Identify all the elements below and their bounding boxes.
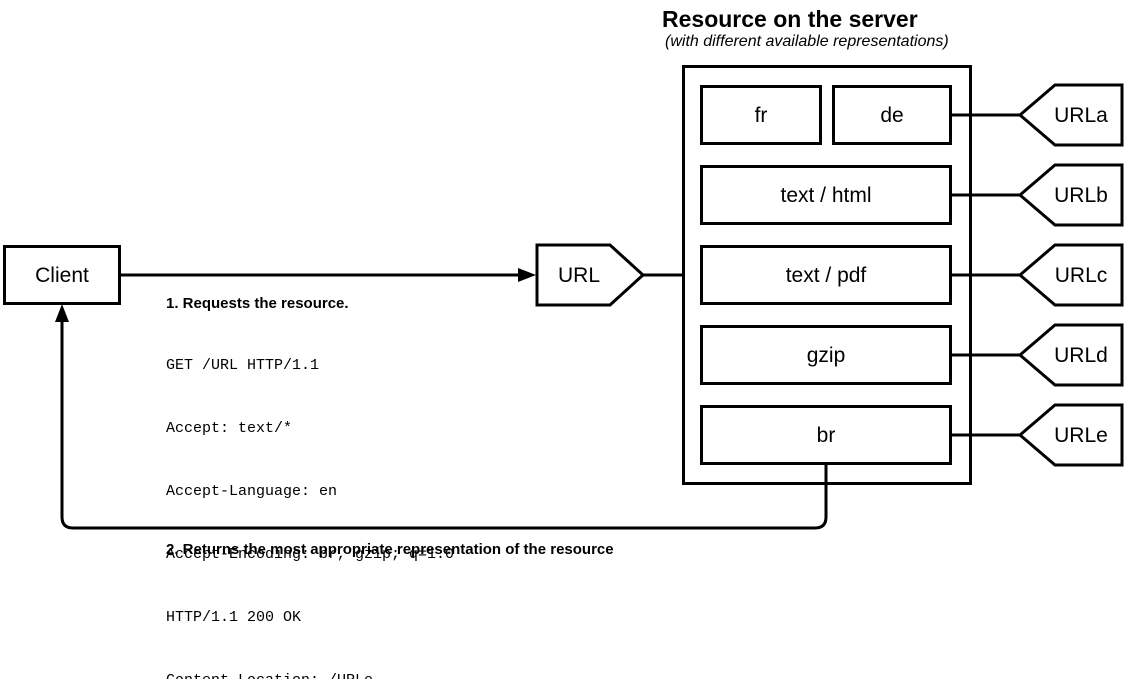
server-resource-box (682, 65, 972, 485)
client-box: Client (3, 245, 121, 305)
server-title: Resource on the server (662, 6, 918, 32)
request-header-line: Accept: text/* (166, 420, 293, 437)
representation-box-text-html: text / html (700, 165, 952, 225)
response-headers-block: HTTP/1.1 200 OK Content-Location: /URLe … (166, 565, 373, 679)
request-header-line: Accept-Encoding: br, gzip; q=1.0 (166, 546, 455, 563)
response-header-line: HTTP/1.1 200 OK (166, 609, 302, 626)
representation-box-gzip: gzip (700, 325, 952, 385)
return-arrowhead-icon (55, 304, 69, 322)
request-step-heading: 1. Requests the resource. (166, 295, 349, 312)
url-tag-shape-urld (1017, 323, 1124, 387)
url-node-shape (535, 243, 646, 307)
representation-box-text-pdf: text / pdf (700, 245, 952, 305)
url-tag-shape-urlc (1017, 243, 1124, 307)
representation-box-fr: fr (700, 85, 822, 145)
url-tag-shape-urla (1017, 83, 1124, 147)
response-header-line: Content-Location: /URLe (166, 670, 373, 679)
request-arrowhead-icon (518, 268, 536, 282)
url-tag-label-urla: URLa (1054, 103, 1108, 127)
return-path-line (60, 308, 828, 530)
request-header-line: GET /URL HTTP/1.1 (166, 357, 320, 374)
url-node-label: URL (557, 263, 600, 287)
representation-box-de: de (832, 85, 952, 145)
request-headers-block: GET /URL HTTP/1.1 Accept: text/* Accept-… (166, 313, 454, 607)
server-subtitle: (with different available representation… (665, 33, 949, 50)
url-tag-label-urlc: URLc (1054, 263, 1108, 287)
url-tag-shape-urle (1017, 403, 1124, 467)
response-step-heading: 2. Returns the most appropriate represen… (166, 541, 614, 558)
representation-box-br: br (700, 405, 952, 465)
url-tag-label-urld: URLd (1054, 343, 1108, 367)
url-tag-label-urle: URLe (1054, 423, 1108, 447)
url-tag-shape-urlb (1017, 163, 1124, 227)
url-tag-label-urlb: URLb (1054, 183, 1108, 207)
request-header-line: Accept-Language: en (166, 483, 338, 500)
